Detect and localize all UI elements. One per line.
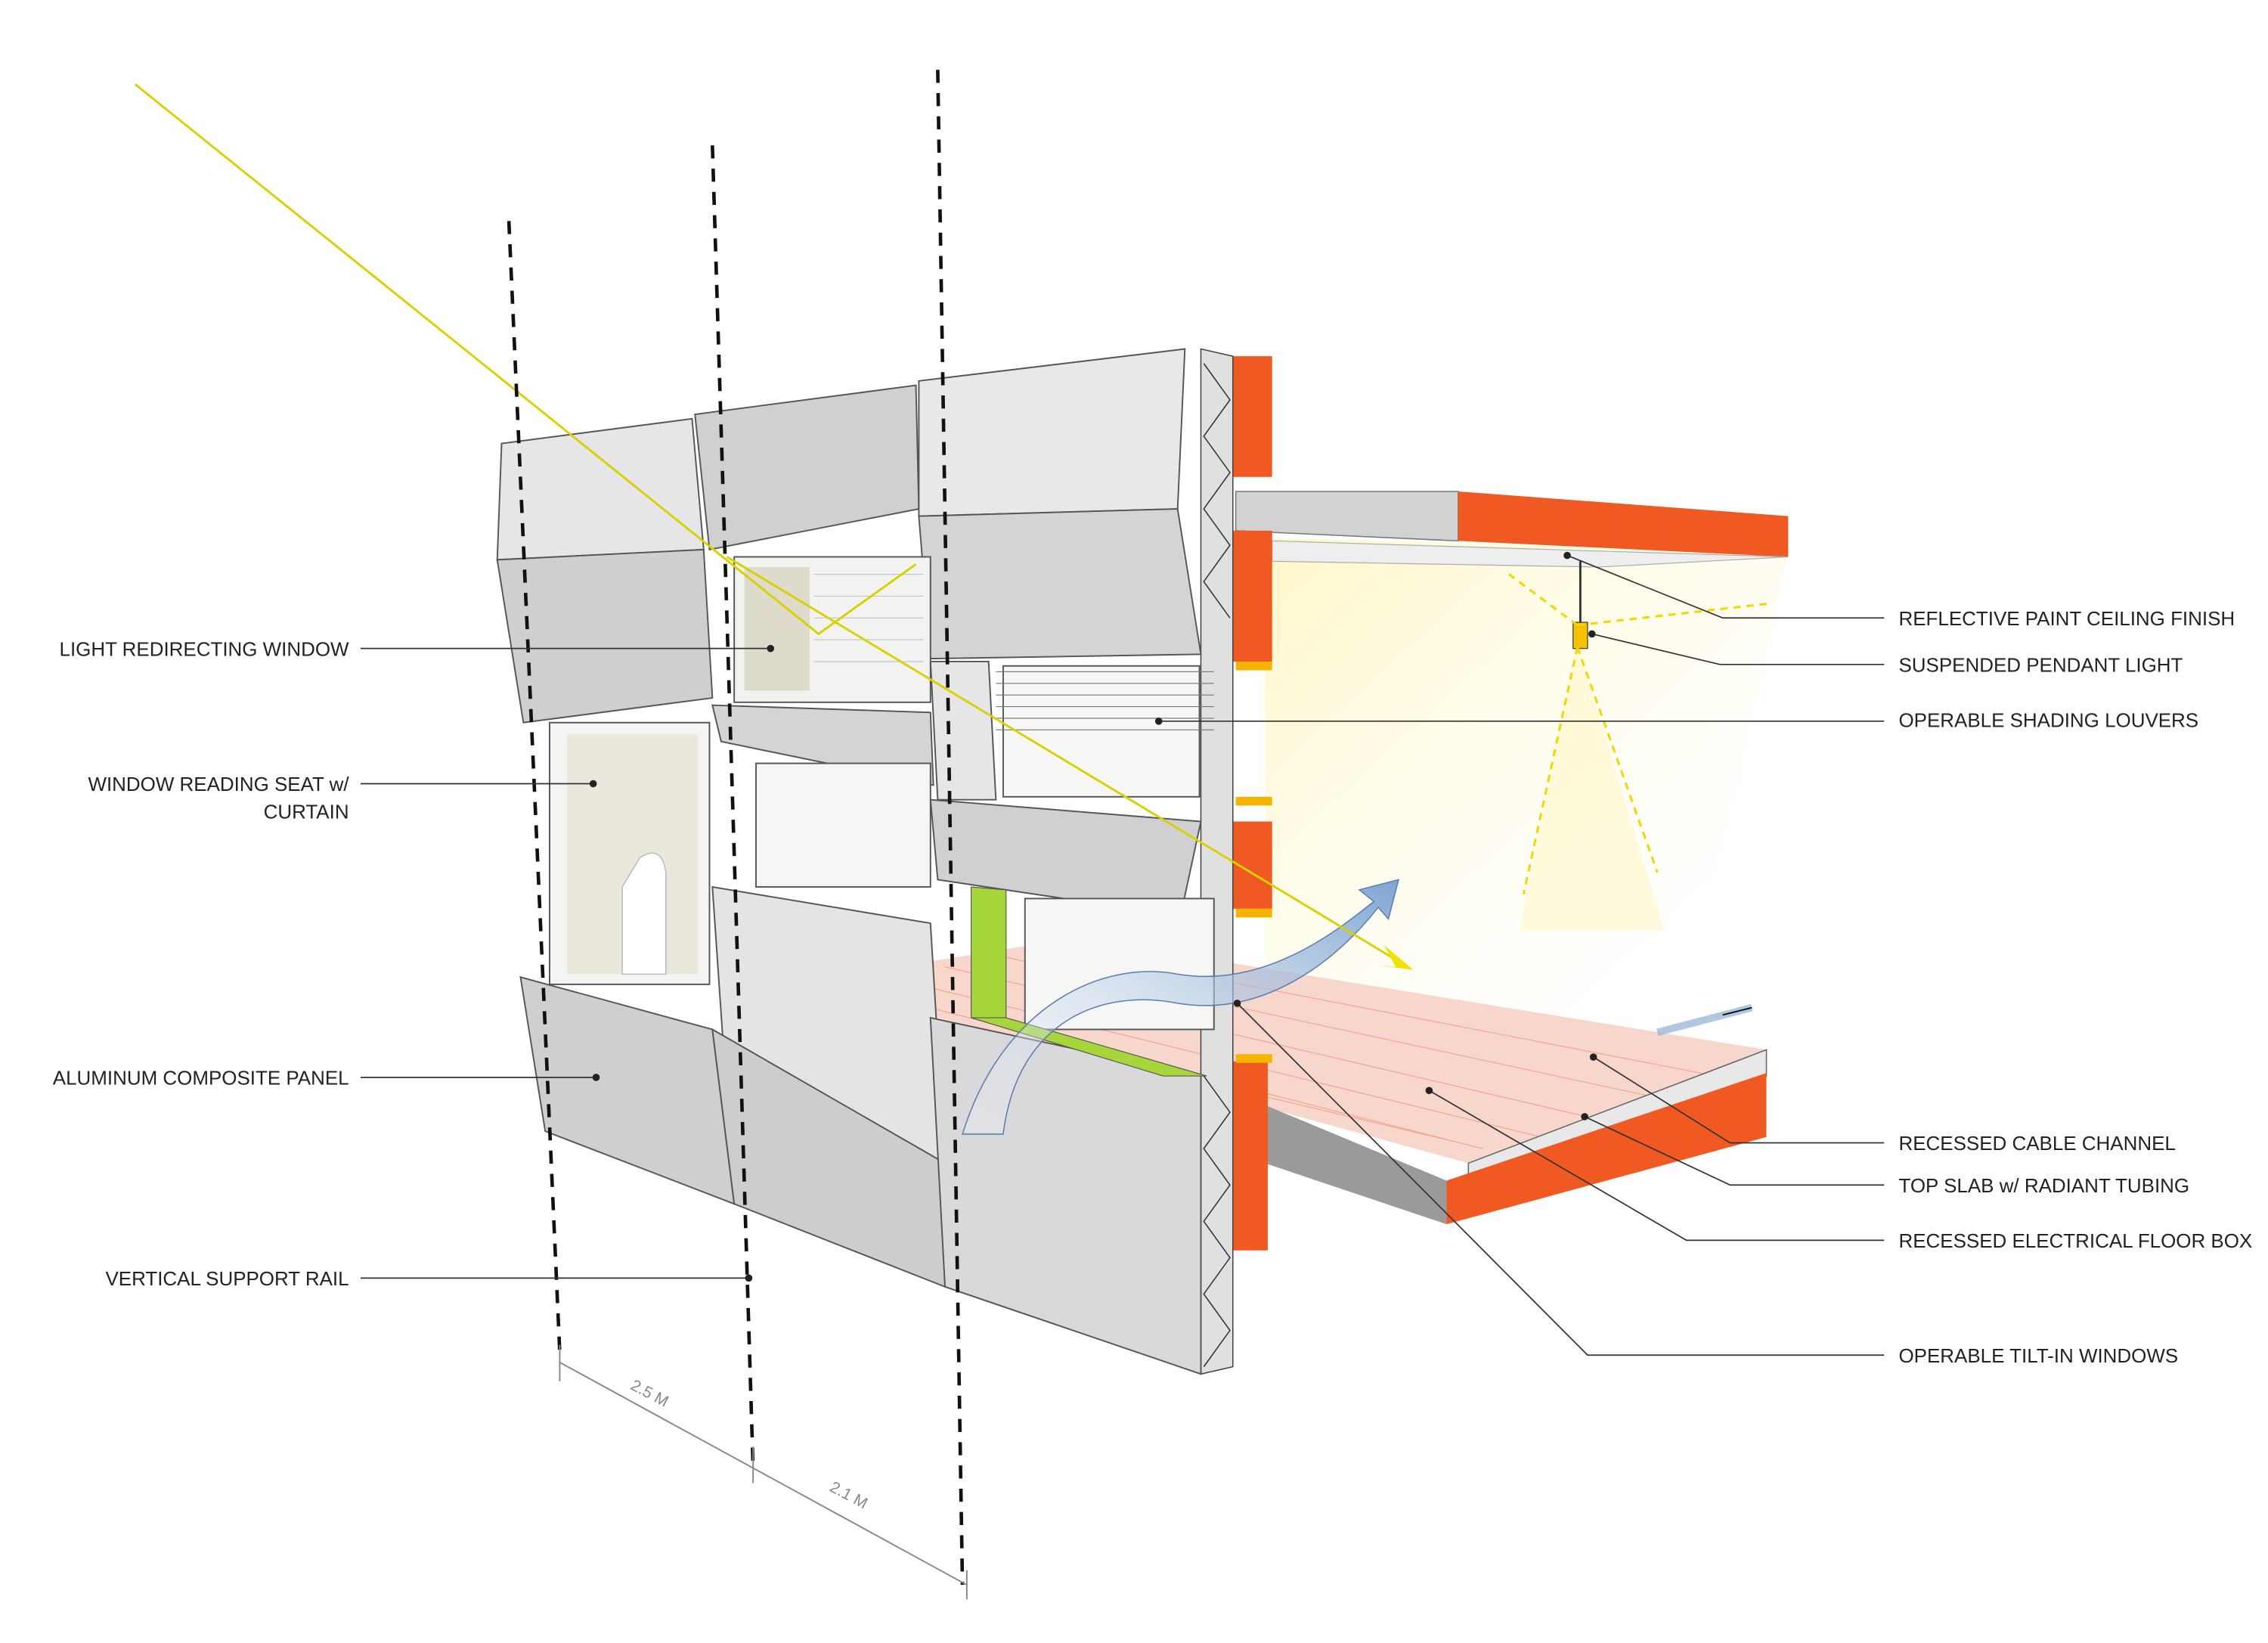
sun-ray xyxy=(134,83,917,636)
label-aluminum-panel: ALUMINUM COMPOSITE PANEL xyxy=(53,1067,349,1090)
label-reading-seat-line1: WINDOW READING SEAT w/ xyxy=(88,773,349,795)
pendant-light-cone xyxy=(1519,646,1665,931)
label-floor-box: RECESSED ELECTRICAL FLOOR BOX xyxy=(1899,1229,2253,1252)
label-top-slab: TOP SLAB w/ RADIANT TUBING xyxy=(1899,1174,2190,1197)
dimension-lines: 2.5 M 2.1 M xyxy=(559,1344,968,1600)
airflow-arrow xyxy=(962,879,1400,1135)
label-cable-channel: RECESSED CABLE CHANNEL xyxy=(1899,1132,2176,1155)
interior-light-glow xyxy=(1265,538,1789,1018)
left-callouts: LIGHT REDIRECTING WINDOW WINDOW READING … xyxy=(53,637,775,1290)
label-pendant-light: SUSPENDED PENDANT LIGHT xyxy=(1899,653,2183,676)
label-support-rail: VERTICAL SUPPORT RAIL xyxy=(105,1267,349,1290)
shading-louvers xyxy=(996,671,1214,730)
right-callouts: REFLECTIVE PAINT CEILING FINISH SUSPENDE… xyxy=(1154,551,2253,1367)
label-shading-louvers: OPERABLE SHADING LOUVERS xyxy=(1899,709,2199,732)
label-tilt-windows: OPERABLE TILT-IN WINDOWS xyxy=(1899,1344,2179,1367)
vertical-support-rails[interactable] xyxy=(507,70,965,1586)
dimension-bay-1: 2.5 M xyxy=(627,1377,671,1411)
sun-ray-arrowhead xyxy=(1378,944,1414,970)
label-ceiling-finish: REFLECTIVE PAINT CEILING FINISH xyxy=(1899,607,2235,630)
label-reading-seat-line2: CURTAIN xyxy=(264,801,349,823)
label-light-redirecting-window: LIGHT REDIRECTING WINDOW xyxy=(60,637,350,660)
dimension-bay-2: 2.1 M xyxy=(827,1478,870,1512)
wall-section xyxy=(1200,348,1272,1375)
